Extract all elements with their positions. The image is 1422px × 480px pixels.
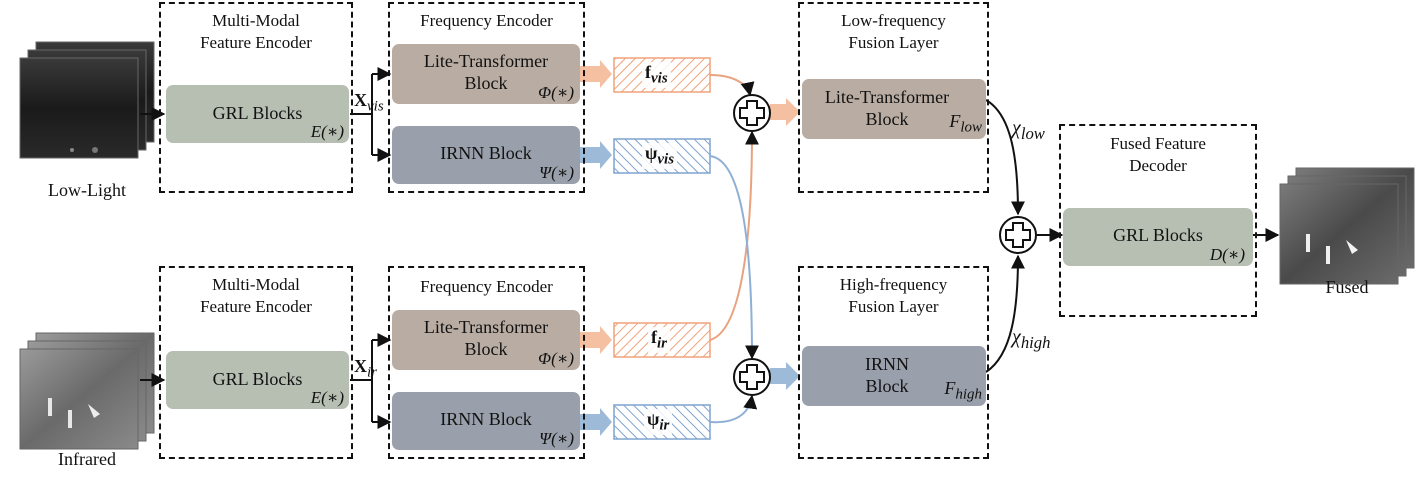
vis-irnn-func: Ψ(∗) [539, 163, 574, 182]
arrow-sum-to-low-fusion [770, 98, 800, 126]
ir-irnn-block: IRNN Block Ψ(∗) [392, 392, 580, 450]
arrow-lite-to-fvis [580, 60, 612, 88]
x-low-label: χlow [1012, 117, 1045, 143]
low-light-image-stack [19, 41, 155, 159]
low-fusion-func: Flow [949, 111, 982, 136]
vis-grl-func: E(∗) [310, 122, 344, 141]
psi-vis-label: ψvis [642, 143, 678, 169]
high-fusion-group [798, 266, 989, 459]
f-vis-label: fvis [642, 62, 671, 88]
x-high-label: χhigh [1012, 326, 1051, 352]
ir-grl-func: E(∗) [310, 388, 344, 407]
high-fusion-func: Fhigh [944, 378, 982, 403]
arrow-irnn-to-psiir [580, 408, 612, 436]
curve-high-fusion-to-final-sum [985, 254, 1025, 373]
high-frequency-sum-node [733, 358, 771, 396]
decoder-grl-blocks: GRL Blocks D(∗) [1063, 208, 1253, 266]
ir-frequency-encoder-group [388, 266, 585, 459]
ir-grl-label: GRL Blocks [212, 369, 303, 389]
vis-grl-label: GRL Blocks [212, 103, 303, 123]
arrow-lite-to-fir [580, 326, 612, 354]
curve-fir-to-low-sum [709, 130, 759, 341]
split-vis-connector [350, 67, 392, 162]
curve-low-fusion-to-final-sum [985, 99, 1025, 216]
x-vis-label: Xvis [354, 90, 384, 115]
vis-grl-blocks: GRL Blocks E(∗) [166, 85, 349, 143]
fused-image-stack [1279, 167, 1415, 285]
decoder-func: D(∗) [1209, 245, 1245, 264]
final-sum-node [999, 216, 1037, 254]
psi-ir-label: ψir [644, 409, 673, 435]
arrow-irnn-to-psivis [580, 141, 612, 169]
low-light-caption: Low-Light [48, 180, 126, 200]
curve-psivis-to-high-sum [709, 155, 759, 360]
decoder-grl-label: GRL Blocks [1113, 225, 1203, 245]
ir-irnn-func: Ψ(∗) [539, 429, 574, 448]
low-fusion-group [798, 2, 989, 193]
arrow-sum-to-high-fusion [770, 362, 800, 390]
vis-irnn-block: IRNN Block Ψ(∗) [392, 126, 580, 184]
vis-frequency-encoder-group [388, 2, 585, 193]
split-ir-connector [350, 333, 392, 429]
fused-caption: Fused [1325, 277, 1369, 297]
curve-psiir-to-high-sum [709, 394, 758, 424]
f-ir-label: fir [648, 327, 671, 353]
decoder-group [1059, 124, 1257, 317]
vis-encoder-group [159, 2, 353, 193]
curve-fvis-to-low-sum [709, 74, 755, 97]
infrared-caption: Infrared [58, 449, 116, 469]
vis-frequency-encoder-title: Frequency Encoder [420, 11, 553, 30]
infrared-image-stack [19, 332, 155, 450]
ir-frequency-encoder-title: Frequency Encoder [420, 277, 553, 296]
low-frequency-sum-node [733, 94, 771, 132]
vis-lite-func: Φ(∗) [538, 83, 574, 102]
ir-irnn-label: IRNN Block [440, 409, 532, 429]
x-ir-label: Xir [354, 356, 378, 381]
ir-lite-func: Φ(∗) [538, 349, 574, 368]
ir-grl-blocks: GRL Blocks E(∗) [166, 351, 349, 409]
ir-encoder-group [159, 266, 353, 459]
vis-irnn-label: IRNN Block [440, 143, 532, 163]
